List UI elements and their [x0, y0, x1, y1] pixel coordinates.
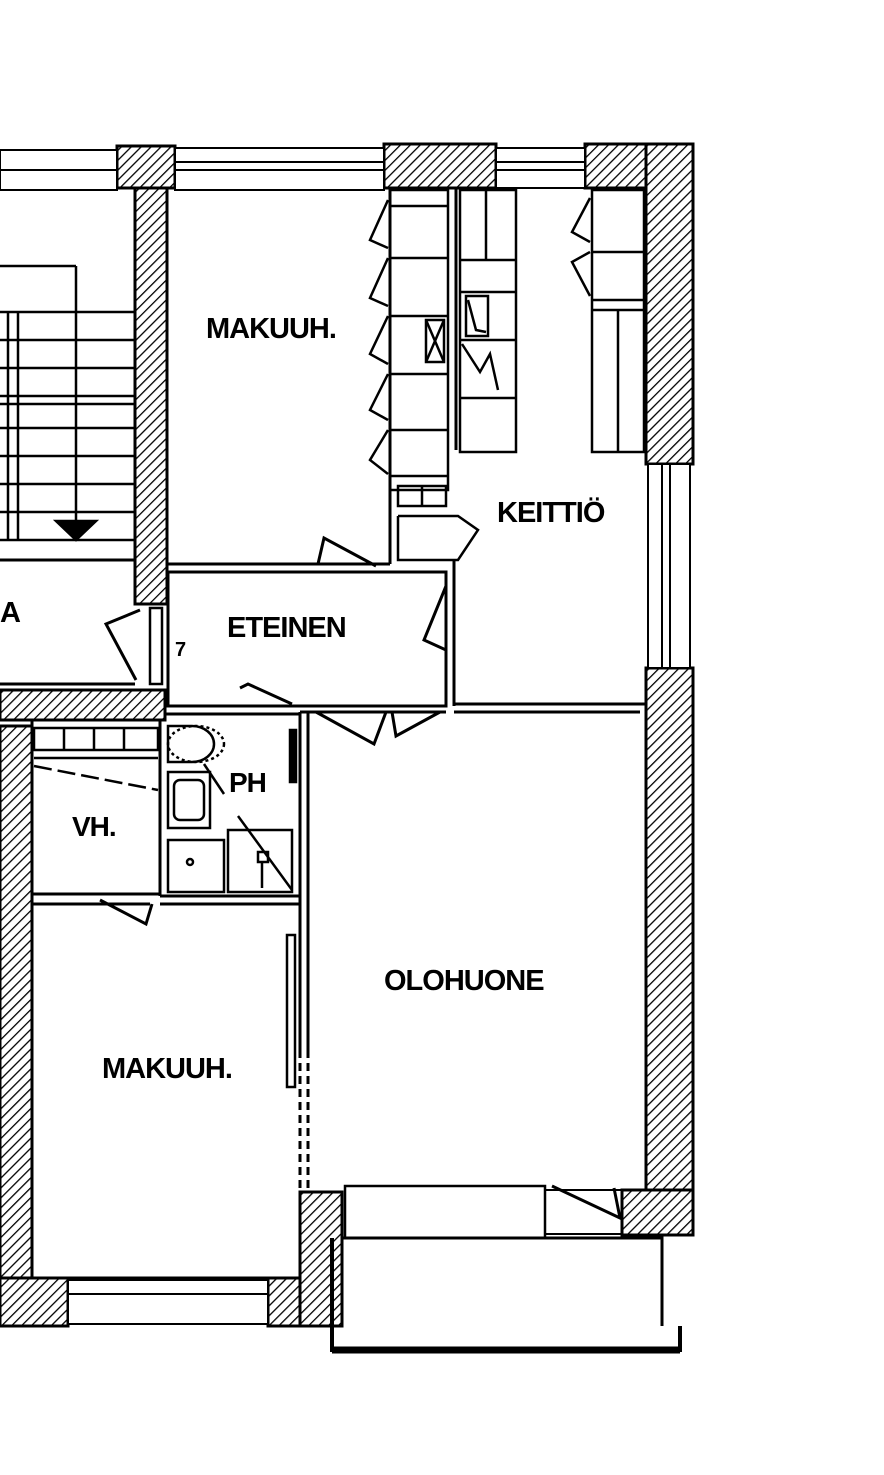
bearing-walls [0, 186, 169, 722]
room-label-wardrobe: VH. [72, 811, 116, 842]
room-label-hall: ETEINEN [227, 612, 346, 644]
apartment-number: 7 [175, 639, 186, 661]
wardrobe-shelving [32, 726, 160, 792]
balcony [330, 1184, 682, 1354]
room-label-living: OLOHUONE [384, 965, 544, 997]
partition-walls [0, 188, 646, 1280]
doors [99, 535, 623, 1221]
bathroom-fixtures [166, 724, 298, 894]
windows [0, 147, 691, 1325]
room-label-kitchen: KEITTIÖ [497, 496, 605, 529]
sliding-door-panel [285, 933, 297, 1089]
wardrobe-closets [368, 188, 450, 508]
exterior-walls [0, 142, 695, 1328]
room-label-stair-partial: A [0, 597, 21, 629]
room-label-bedroom-top: MAKUUH. [206, 313, 336, 345]
staircase [0, 264, 135, 542]
room-label-bathroom: PH [229, 767, 266, 798]
kitchen-fittings [396, 188, 646, 562]
sliding-partition [298, 1050, 310, 1192]
room-label-bedroom-bottom: MAKUUH. [102, 1053, 232, 1085]
